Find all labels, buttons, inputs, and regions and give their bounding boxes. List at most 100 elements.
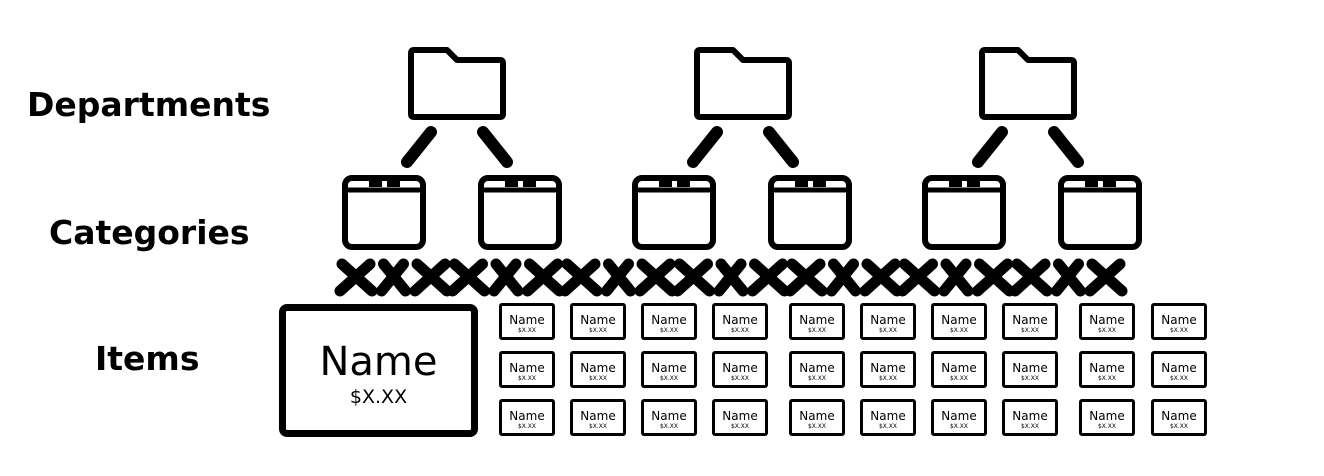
category-item-link bbox=[522, 258, 565, 297]
item-name: Name bbox=[941, 361, 977, 375]
department-category-link bbox=[1048, 126, 1084, 168]
item-card: Name$X.XX bbox=[860, 303, 916, 340]
item-price: $X.XX bbox=[517, 375, 537, 382]
department-folder-icon bbox=[694, 47, 792, 120]
item-name: Name bbox=[1089, 409, 1125, 423]
item-name: Name bbox=[722, 313, 758, 327]
item-price: $X.XX bbox=[517, 327, 537, 334]
item-price: $X.XX bbox=[878, 423, 898, 430]
category-item-link bbox=[747, 258, 790, 297]
item-name: Name bbox=[509, 409, 545, 423]
category-folder-icon bbox=[768, 175, 852, 250]
item-card: Name$X.XX bbox=[712, 399, 768, 436]
item-card: Name$X.XX bbox=[931, 351, 987, 388]
category-item-link bbox=[447, 258, 490, 297]
item-price: $X.XX bbox=[730, 327, 750, 334]
item-name: Name bbox=[651, 313, 687, 327]
category-item-link bbox=[376, 258, 411, 297]
item-price: $X.XX bbox=[517, 423, 537, 430]
category-item-link bbox=[1051, 258, 1086, 297]
department-folder-icon bbox=[408, 47, 506, 120]
item-card: Name$X.XX bbox=[712, 303, 768, 340]
item-price: $X.XX bbox=[1097, 375, 1117, 382]
item-card: Name$X.XX bbox=[1151, 303, 1207, 340]
department-category-link bbox=[687, 126, 723, 168]
item-price: $X.XX bbox=[588, 423, 608, 430]
item-name: Name bbox=[1161, 361, 1197, 375]
item-card: Name$X.XX bbox=[860, 351, 916, 388]
item-name: Name bbox=[651, 409, 687, 423]
category-folder-icon bbox=[342, 175, 426, 250]
item-name: Name bbox=[1089, 313, 1125, 327]
item-price: $X.XX bbox=[588, 375, 608, 382]
item-price: $X.XX bbox=[1097, 423, 1117, 430]
item-price: $X.XX bbox=[1169, 375, 1189, 382]
item-price: $X.XX bbox=[659, 375, 679, 382]
item-card: Name$X.XX bbox=[789, 399, 845, 436]
item-card: Name$X.XX bbox=[499, 399, 555, 436]
item-card: Name$X.XX bbox=[1079, 303, 1135, 340]
item-name: Name bbox=[799, 361, 835, 375]
department-category-link bbox=[763, 126, 799, 168]
item-card: Name$X.XX bbox=[641, 303, 697, 340]
department-category-link bbox=[477, 126, 513, 168]
item-card: Name$X.XX bbox=[860, 399, 916, 436]
item-card: Name$X.XX bbox=[1079, 351, 1135, 388]
item-card: Name$X.XX bbox=[641, 399, 697, 436]
item-price: $X.XX bbox=[1020, 423, 1040, 430]
item-card: Name$X.XX bbox=[499, 303, 555, 340]
item-card: Name$X.XX bbox=[789, 303, 845, 340]
category-item-link bbox=[601, 258, 636, 297]
item-price: $X.XX bbox=[949, 375, 969, 382]
item-card: Name$X.XX bbox=[1002, 399, 1058, 436]
category-folder-icon bbox=[922, 175, 1006, 250]
item-card: Name$X.XX bbox=[931, 303, 987, 340]
item-price: $X.XX bbox=[807, 375, 827, 382]
item-card: Name$X.XX bbox=[570, 351, 626, 388]
category-item-link bbox=[897, 258, 940, 297]
item-card: Name$X.XX bbox=[570, 399, 626, 436]
category-item-link bbox=[672, 258, 715, 297]
item-name: Name bbox=[870, 313, 906, 327]
item-name: Name bbox=[722, 361, 758, 375]
item-card: Name$X.XX bbox=[931, 399, 987, 436]
category-item-link bbox=[634, 258, 678, 297]
item-price: $X.XX bbox=[949, 327, 969, 334]
item-card: Name$X.XX bbox=[789, 351, 845, 388]
featured-item-card: Name $X.XX bbox=[279, 304, 478, 437]
category-item-link bbox=[972, 258, 1015, 297]
item-price: $X.XX bbox=[1020, 375, 1040, 382]
category-item-link bbox=[409, 258, 453, 297]
item-price: $X.XX bbox=[878, 375, 898, 382]
item-name: Name bbox=[1089, 361, 1125, 375]
item-price: $X.XX bbox=[807, 423, 827, 430]
item-price: $X.XX bbox=[730, 375, 750, 382]
item-name: Name bbox=[580, 361, 616, 375]
item-card: Name$X.XX bbox=[1151, 351, 1207, 388]
item-card: Name$X.XX bbox=[641, 351, 697, 388]
category-folder-icon bbox=[478, 175, 562, 250]
category-item-link bbox=[784, 258, 828, 297]
item-name: Name bbox=[722, 409, 758, 423]
item-price: $X.XX bbox=[1169, 327, 1189, 334]
item-price: $X.XX bbox=[949, 423, 969, 430]
item-name: Name bbox=[941, 313, 977, 327]
category-item-link bbox=[859, 258, 903, 297]
department-category-link bbox=[972, 126, 1008, 168]
item-name: Name bbox=[580, 409, 616, 423]
categories-label: Categories bbox=[49, 213, 250, 252]
item-card: Name$X.XX bbox=[1002, 303, 1058, 340]
item-card: Name$X.XX bbox=[1151, 399, 1207, 436]
category-item-link bbox=[826, 258, 861, 297]
item-price: $X.XX bbox=[588, 327, 608, 334]
item-price: $X.XX bbox=[730, 423, 750, 430]
item-card: Name$X.XX bbox=[712, 351, 768, 388]
featured-item-name: Name bbox=[319, 339, 438, 385]
category-item-link bbox=[1084, 258, 1128, 297]
item-price: $X.XX bbox=[1169, 423, 1189, 430]
item-name: Name bbox=[870, 361, 906, 375]
item-card: Name$X.XX bbox=[1002, 351, 1058, 388]
category-item-link bbox=[713, 258, 749, 297]
featured-item-price: $X.XX bbox=[349, 386, 408, 408]
item-name: Name bbox=[1161, 313, 1197, 327]
